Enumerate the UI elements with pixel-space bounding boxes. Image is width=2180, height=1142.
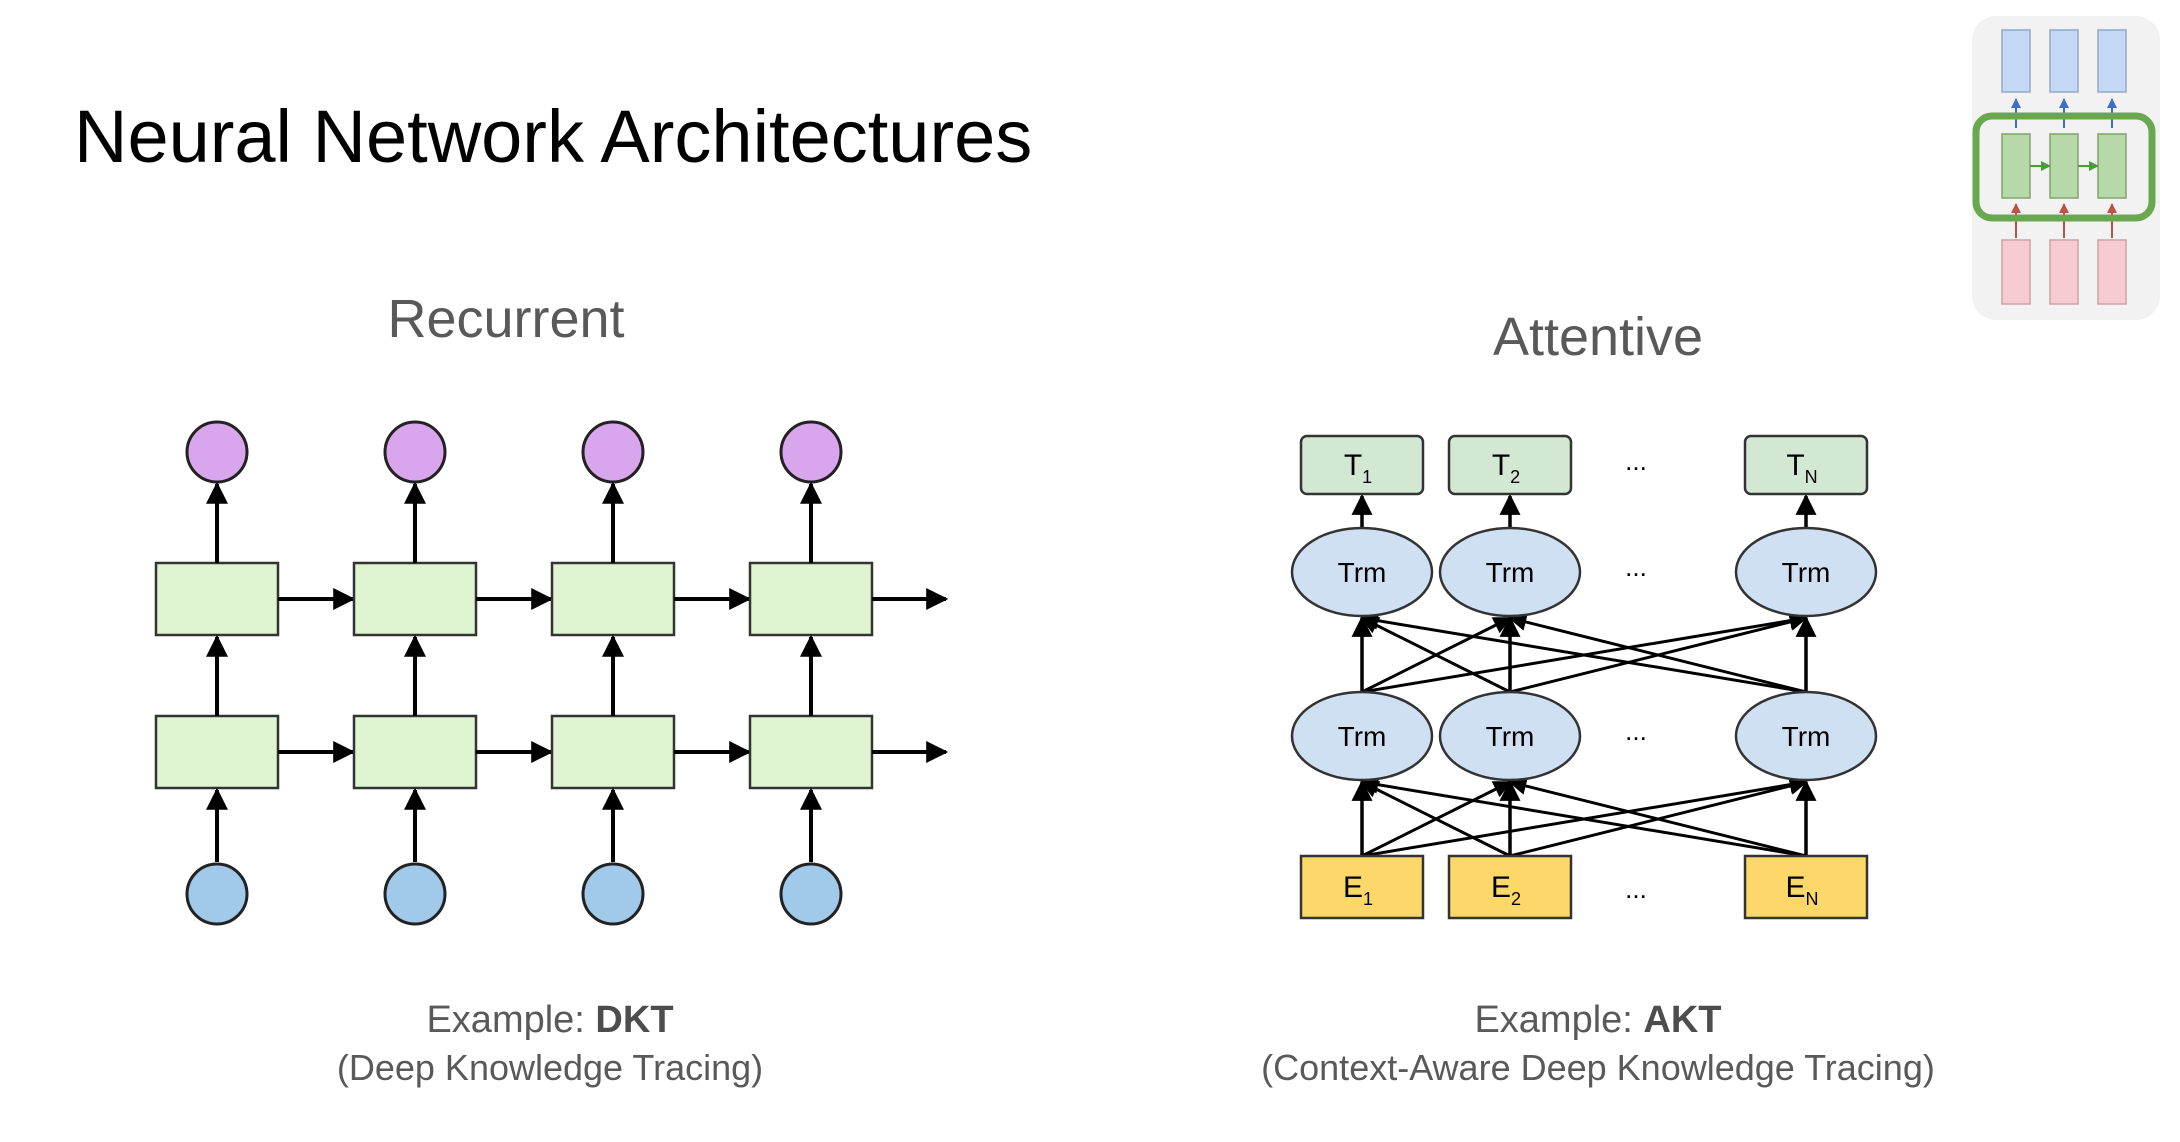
transformer-label: Trm bbox=[1782, 557, 1831, 588]
transformer-node-lower bbox=[1290, 690, 1434, 782]
attentive-example-prefix: Example: bbox=[1474, 999, 1644, 1041]
attentive-heading: Attentive bbox=[1492, 307, 1704, 367]
attentive-diagram: T1TrmTrmE1T2TrmTrmE2TNTrmTrmEN..........… bbox=[1290, 434, 1878, 920]
output-token-box bbox=[1447, 434, 1573, 496]
transformer-node-upper bbox=[1438, 526, 1582, 618]
recurrent-cell-lower bbox=[550, 714, 676, 790]
transformer-node-upper bbox=[1290, 526, 1434, 618]
thumbnail-input-cell bbox=[2049, 239, 2079, 305]
recurrent-example-full: (Deep Knowledge Tracing) bbox=[336, 1046, 764, 1088]
attentive-example-full: (Context-Aware Deep Knowledge Tracing) bbox=[1261, 1046, 1935, 1088]
recurrent-example-name: DKT bbox=[595, 999, 674, 1041]
transformer-node-upper bbox=[1734, 526, 1878, 618]
input-token-label: EN bbox=[1785, 871, 1818, 909]
recurrent-cell-lower bbox=[748, 714, 874, 790]
recurrent-diagram bbox=[154, 420, 949, 926]
output-token-box bbox=[1743, 434, 1869, 496]
recurrent-cell-upper bbox=[352, 561, 478, 637]
transformer-label: Trm bbox=[1338, 557, 1387, 588]
attention-link-cross bbox=[1360, 775, 1807, 858]
recurrent-heading: Recurrent bbox=[387, 289, 625, 349]
input-token-label: E1 bbox=[1343, 871, 1373, 909]
input-token-box bbox=[1299, 854, 1425, 920]
thumbnail-hidden-cell bbox=[2001, 133, 2031, 199]
input-node bbox=[383, 862, 447, 926]
thumbnail-hidden-cell bbox=[2097, 133, 2127, 199]
ellipsis-label: ... bbox=[1625, 874, 1647, 904]
input-node bbox=[581, 862, 645, 926]
recurrent-example-prefix: Example: bbox=[426, 999, 596, 1041]
slide-title: Neural Network Architectures bbox=[74, 95, 1033, 178]
output-token-box bbox=[1299, 434, 1425, 496]
recurrent-cell-upper bbox=[154, 561, 280, 637]
recurrent-caption: Example: DKT (Deep Knowledge Tracing) bbox=[337, 996, 763, 1091]
thumbnail-output-cell bbox=[2097, 29, 2127, 93]
transformer-label: Trm bbox=[1486, 721, 1535, 752]
transformer-node-lower bbox=[1734, 690, 1878, 782]
input-token-label: E2 bbox=[1491, 871, 1521, 909]
recurrent-cell-lower bbox=[352, 714, 478, 790]
attention-link-cross bbox=[1508, 613, 1807, 694]
output-node bbox=[581, 420, 645, 484]
attention-link-cross bbox=[1508, 777, 1807, 858]
ellipsis-label: ... bbox=[1625, 552, 1647, 582]
ellipsis-label: ... bbox=[1625, 716, 1647, 746]
output-node bbox=[383, 420, 447, 484]
recurrent-cell-lower bbox=[154, 714, 280, 790]
thumbnail-output-cell bbox=[2049, 29, 2079, 93]
thumbnail-output-cell bbox=[2001, 29, 2031, 93]
attention-link-cross bbox=[1360, 611, 1807, 694]
output-token-label: T2 bbox=[1492, 449, 1520, 487]
input-node bbox=[779, 862, 843, 926]
architecture-thumbnail-icon bbox=[1972, 16, 2160, 320]
recurrent-cell-upper bbox=[748, 561, 874, 637]
attentive-caption: Example: AKT (Context-Aware Deep Knowled… bbox=[1261, 996, 1935, 1091]
ellipsis-label: ... bbox=[1625, 446, 1647, 476]
attention-link-cross bbox=[1360, 616, 1511, 694]
thumbnail-input-cell bbox=[2097, 239, 2127, 305]
attention-link-cross bbox=[1360, 780, 1511, 858]
transformer-label: Trm bbox=[1782, 721, 1831, 752]
transformer-label: Trm bbox=[1486, 557, 1535, 588]
output-token-label: TN bbox=[1786, 449, 1817, 487]
output-token-label: T1 bbox=[1344, 449, 1372, 487]
thumbnail-input-cell bbox=[2001, 239, 2031, 305]
transformer-label: Trm bbox=[1338, 721, 1387, 752]
input-token-box bbox=[1743, 854, 1869, 920]
thumbnail-highlight-frame bbox=[1972, 112, 2156, 222]
output-node bbox=[185, 420, 249, 484]
input-token-box bbox=[1447, 854, 1573, 920]
transformer-node-lower bbox=[1438, 690, 1582, 782]
input-node bbox=[185, 862, 249, 926]
thumbnail-hidden-cell bbox=[2049, 133, 2079, 199]
attentive-example-name: AKT bbox=[1643, 999, 1722, 1041]
output-node bbox=[779, 420, 843, 484]
recurrent-cell-upper bbox=[550, 561, 676, 637]
